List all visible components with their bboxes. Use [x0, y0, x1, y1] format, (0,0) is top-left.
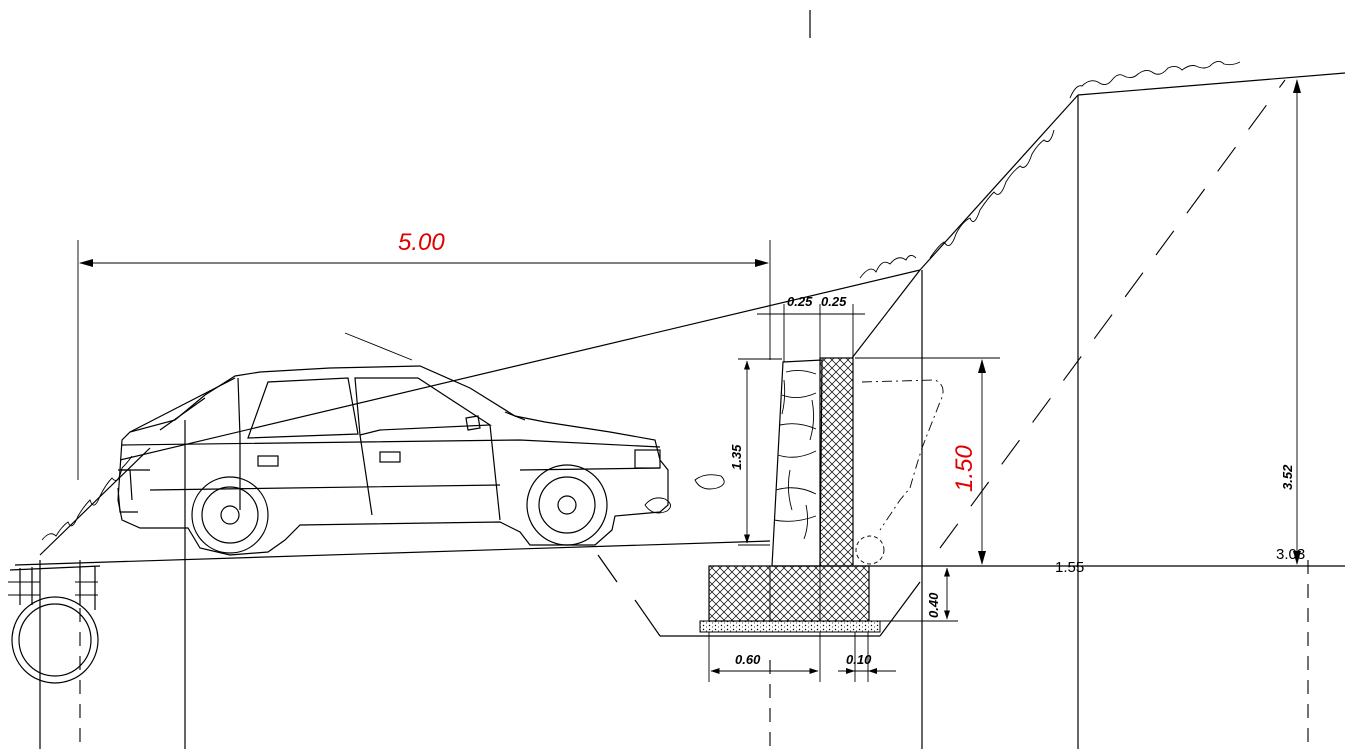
wall-stem	[819, 357, 854, 567]
dim-stem-height: 1.35	[729, 444, 744, 470]
dim-road-width: 5.00	[398, 229, 445, 256]
dim-footing-width: 0.60	[735, 652, 761, 667]
car-illustration	[117, 365, 725, 556]
dim-slope-height: 3.52	[1280, 464, 1295, 490]
level-label-a: 1.55	[1055, 559, 1084, 576]
dim-stem-top-a: 0.25	[787, 294, 813, 309]
retaining-wall	[699, 357, 944, 633]
dim-stem-top-b: 0.25	[821, 294, 847, 309]
wall-footing	[708, 565, 870, 622]
level-label-b: 3.03	[1276, 546, 1305, 563]
dim-wall-height: 1.50	[951, 445, 978, 492]
dim-footing-thickness: 0.40	[926, 592, 941, 618]
dim-toe-offset: 0.10	[846, 652, 872, 667]
terrain	[14, 61, 1346, 749]
drainage-pipe	[8, 560, 101, 749]
lean-concrete	[699, 620, 881, 633]
